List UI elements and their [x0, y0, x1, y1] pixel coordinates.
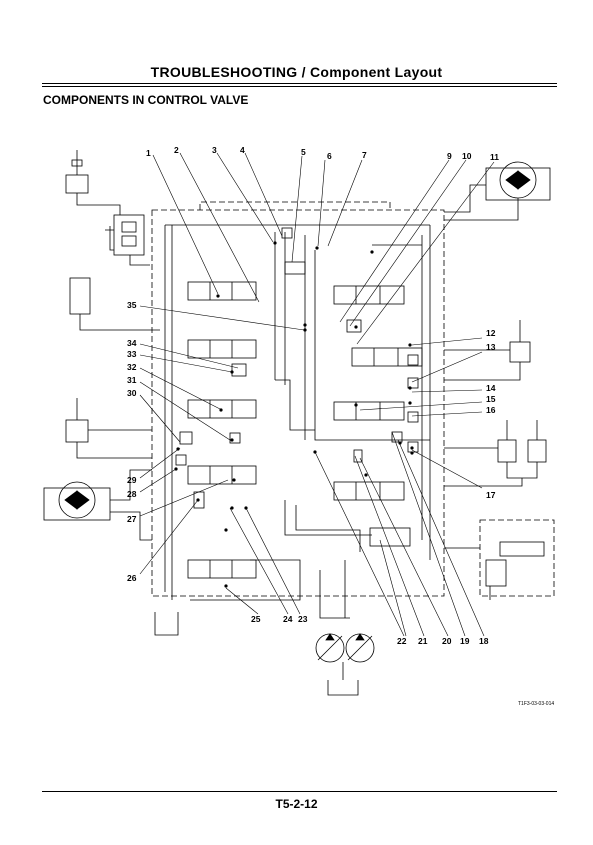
callout-33: 33	[127, 349, 137, 359]
page-header-title: TROUBLESHOOTING / Component Layout	[150, 64, 443, 80]
callout-22: 22	[397, 636, 407, 646]
cylinder-pair-right	[444, 420, 547, 487]
callout-31: 31	[127, 375, 137, 385]
callout-15: 15	[486, 394, 496, 404]
cylinder-upper-left	[65, 150, 121, 215]
callout-3: 3	[212, 145, 217, 155]
header-rule-thin	[42, 86, 557, 87]
hydraulic-motor-right	[444, 161, 551, 221]
spool-left-4	[187, 465, 257, 485]
callout-27: 27	[127, 514, 137, 524]
callout-34: 34	[127, 338, 137, 348]
cylinder-upper-right	[444, 320, 531, 381]
callout-10: 10	[462, 151, 472, 161]
callout-13: 13	[486, 342, 496, 352]
callout-1: 1	[146, 148, 151, 158]
callout-2: 2	[174, 145, 179, 155]
callout-32: 32	[127, 362, 137, 372]
callout-20: 20	[442, 636, 452, 646]
callout-16: 16	[486, 405, 496, 415]
page-number: T5-2-12	[275, 797, 318, 811]
callout-7: 7	[362, 150, 367, 160]
callout-24: 24	[283, 614, 293, 624]
callout-25: 25	[251, 614, 261, 624]
spool-right-4	[333, 481, 405, 501]
spool-left-3	[187, 399, 257, 419]
callout-30: 30	[127, 388, 137, 398]
hydraulic-motor-left	[43, 469, 152, 541]
section-title: COMPONENTS IN CONTROL VALVE	[43, 93, 249, 107]
spool-right-3	[333, 401, 405, 421]
main-pump	[315, 633, 375, 680]
callout-11: 11	[490, 152, 499, 162]
spool-left-5	[187, 559, 257, 579]
callout-12: 12	[486, 328, 496, 338]
tank-symbol-left	[154, 612, 179, 636]
callout-5: 5	[301, 147, 306, 157]
callout-4: 4	[240, 145, 245, 155]
figure-id: T1F3-03-03-014	[518, 701, 555, 707]
spool-right-1	[333, 285, 405, 305]
callout-18: 18	[479, 636, 489, 646]
callout-26: 26	[127, 573, 137, 583]
pilot-block-lower-right	[444, 519, 555, 600]
spool-right-5	[369, 527, 411, 547]
footer-rule	[42, 791, 557, 792]
callout-35: 35	[127, 300, 137, 310]
callout-6: 6	[327, 151, 332, 161]
callout-19: 19	[460, 636, 470, 646]
callout-17: 17	[486, 490, 496, 500]
cylinder-middle-left	[65, 398, 152, 459]
spool-left-1	[187, 281, 257, 301]
spool-right-2	[351, 347, 423, 367]
tank-symbol-bottom	[327, 680, 359, 696]
control-valve-boundary	[151, 209, 445, 597]
callout-9: 9	[447, 151, 452, 161]
callout-21: 21	[418, 636, 428, 646]
spool-left-2	[187, 339, 257, 359]
pilot-block-upper-left	[105, 214, 150, 266]
accumulator-left	[69, 277, 160, 331]
callout-14: 14	[486, 383, 496, 393]
callout-28: 28	[127, 489, 137, 499]
callout-23: 23	[298, 614, 308, 624]
header-rule	[42, 83, 557, 84]
callout-29: 29	[127, 475, 137, 485]
